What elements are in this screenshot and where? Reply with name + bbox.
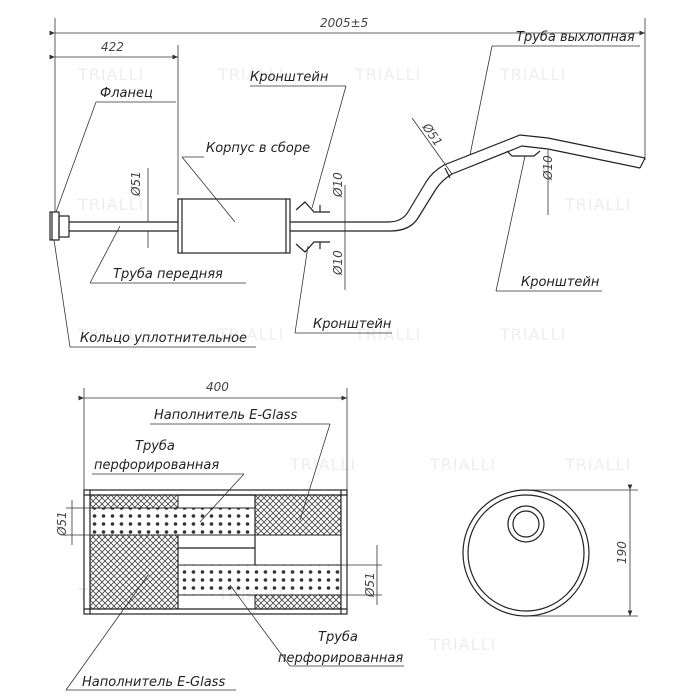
label-bracket-top: Кронштейн xyxy=(250,70,329,85)
filler-block xyxy=(89,494,179,509)
muffler-body xyxy=(177,198,291,254)
body-brackets: Ø10 Ø10 xyxy=(295,172,346,290)
label-exhaust-pipe: Труба выхлопная xyxy=(516,30,635,45)
watermark: TRIALLI xyxy=(77,325,144,344)
total-length-dimension: 2005±5 xyxy=(320,16,368,30)
watermark: TRIALLI xyxy=(354,65,421,84)
watermark: TRIALLI xyxy=(217,65,284,84)
watermark: TRIALLI xyxy=(499,325,566,344)
label-perforated-top-1: Труба xyxy=(135,439,175,454)
label-flange: Фланец xyxy=(100,86,153,101)
body-length-dimension: 400 xyxy=(206,380,229,394)
watermark: TRIALLI xyxy=(429,455,496,474)
label-bracket-rear: Кронштейн xyxy=(521,275,600,290)
filler-block xyxy=(254,594,342,610)
label-perforated-top-2: перфорированная xyxy=(94,458,219,473)
label-body-assembly: Корпус в сборе xyxy=(206,141,310,156)
section-pipe-dimensions: Ø51 Ø51 xyxy=(55,500,382,605)
perforated-pipe-lower xyxy=(177,564,342,596)
filler-block xyxy=(89,534,179,610)
label-perforated-bottom-1: Труба xyxy=(318,630,358,645)
section-dimension: 400 xyxy=(78,380,348,490)
front-pipe xyxy=(69,221,178,232)
end-view-dimension: 190 xyxy=(526,484,638,617)
end-view xyxy=(462,489,590,617)
watermark: TRIALLI xyxy=(77,195,144,214)
rear-bracket-diameter: Ø10 xyxy=(541,155,555,181)
label-seal-ring: Кольцо уплотнительное xyxy=(80,331,247,346)
watermark: TRIALLI xyxy=(77,65,144,84)
section-view xyxy=(83,489,348,615)
perforated-pipe-upper xyxy=(89,507,256,536)
dimension-front-pipe-dia: Ø51 xyxy=(129,168,149,248)
to-body-dimension: 422 xyxy=(101,40,124,54)
exhaust-pipe-diameter: Ø51 xyxy=(419,120,445,149)
watermark: TRIALLI xyxy=(499,65,566,84)
label-front-pipe: Труба передняя xyxy=(113,267,223,282)
label-bracket-bottom: Кронштейн xyxy=(313,317,392,332)
watermark: TRIALLI xyxy=(564,195,631,214)
overall-dimensions: 2005±5 422 xyxy=(49,16,646,212)
label-filler-bottom: Наполнитель E-Glass xyxy=(82,675,225,690)
bracket-diameter-top: Ø10 xyxy=(331,172,345,198)
filler-block xyxy=(254,494,342,536)
label-perforated-bottom-2: перфорированная xyxy=(278,651,403,666)
watermark: TRIALLI xyxy=(217,325,284,344)
label-filler-top: Наполнитель E-Glass xyxy=(154,408,297,423)
section-upper-pipe-diameter: Ø51 xyxy=(55,511,69,537)
watermark: TRIALLI xyxy=(354,325,421,344)
watermark: TRIALLI xyxy=(564,455,631,474)
bracket-diameter-bottom: Ø10 xyxy=(331,250,345,276)
section-callouts: Наполнитель E-Glass Труба перфорированна… xyxy=(65,408,404,691)
watermark: TRIALLI xyxy=(429,635,496,654)
section-lower-pipe-diameter: Ø51 xyxy=(363,572,377,598)
dimension-exhaust-dia: Ø51 Ø10 xyxy=(411,117,555,215)
front-pipe-diameter: Ø51 xyxy=(129,171,143,197)
top-callouts: Фланец Корпус в сборе Кронштейн Труба вы… xyxy=(53,30,640,348)
watermark: TRIALLI xyxy=(289,455,356,474)
body-diameter-dimension: 190 xyxy=(615,541,629,564)
flange xyxy=(49,211,70,241)
exhaust-pipe xyxy=(290,134,646,232)
